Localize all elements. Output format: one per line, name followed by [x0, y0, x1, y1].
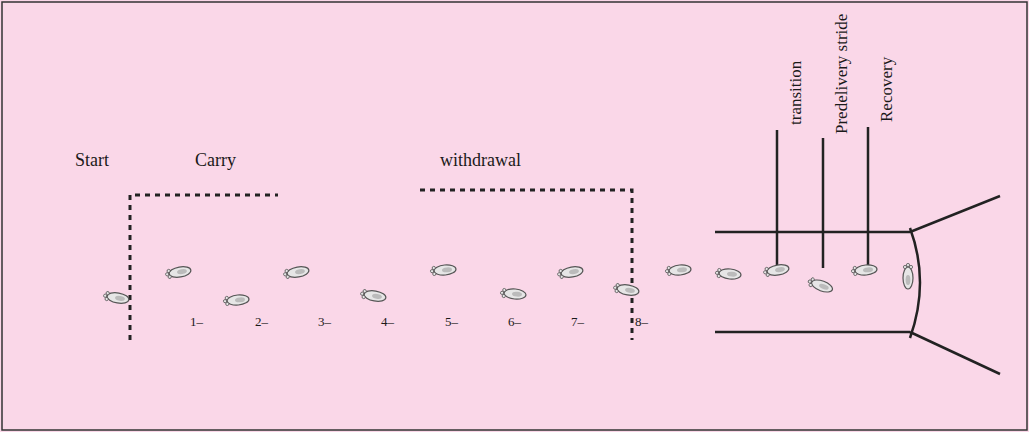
stride-number: 2– [255, 314, 268, 330]
phase-bracket [130, 190, 632, 340]
phase-label: Carry [195, 150, 236, 170]
phase-label: Predelivery stride [832, 14, 852, 134]
phase-label: withdrawal [440, 150, 521, 170]
runway [715, 127, 1000, 374]
phase-label: Recovery [877, 57, 897, 122]
stride-number: 5– [445, 314, 458, 330]
stride-number: 7– [571, 314, 584, 330]
stride-number: 3– [318, 314, 331, 330]
stride-number: 4– [381, 314, 394, 330]
stride-number: 6– [508, 314, 521, 330]
phase-label: Start [75, 150, 109, 170]
phase-label: transition [786, 61, 806, 125]
stride-number: 8– [635, 314, 648, 330]
stride-number: 1– [190, 314, 203, 330]
footprints [103, 263, 913, 306]
